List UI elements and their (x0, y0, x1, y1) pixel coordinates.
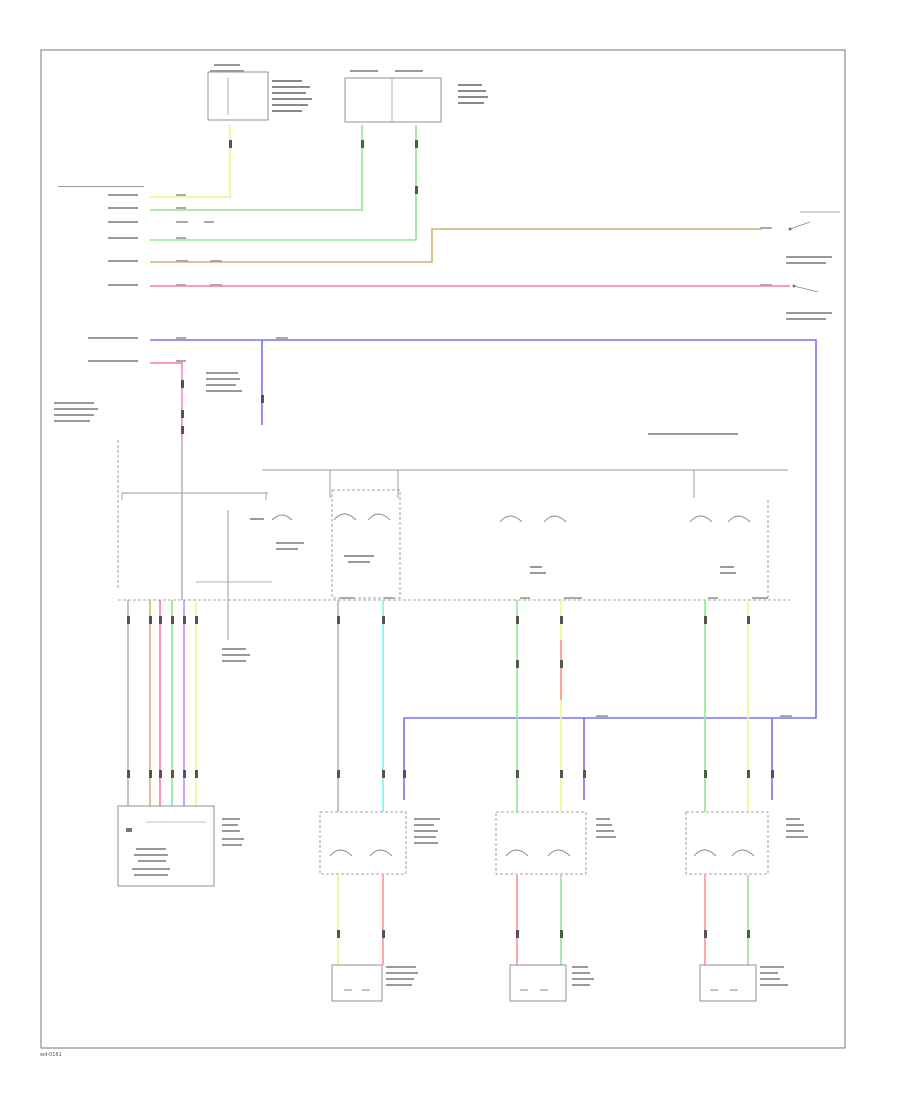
wire-label-marks (176, 194, 792, 717)
left-terminal-marks (54, 186, 144, 422)
passenger-window-switch (319, 811, 440, 875)
wire-green-top (150, 125, 417, 241)
main-switch-assembly (117, 372, 790, 662)
top-component-left (207, 64, 312, 121)
main-switch-passenger-section (329, 470, 401, 599)
wire-yellow-top (150, 125, 231, 198)
passenger-switch-wires (337, 600, 384, 965)
driver-window-motor (117, 805, 244, 887)
passenger-window-motor (331, 964, 418, 1002)
connector-marks (127, 140, 774, 938)
right-rear-wires (704, 600, 749, 965)
left-rear-wires (516, 600, 562, 965)
door-switch-driver (786, 284, 832, 320)
footer-code: wd-0161 (40, 1052, 62, 1058)
right-rear-window-switch (685, 811, 808, 875)
wire-pink-short (150, 362, 183, 440)
main-switch-lock-section (271, 514, 293, 521)
left-rear-window-motor (509, 964, 594, 1002)
wire-tan (150, 228, 762, 263)
door-switch-passenger (786, 211, 840, 264)
diagram-frame (40, 49, 846, 1049)
left-rear-window-switch (495, 811, 616, 875)
main-switch-left-rear-section (499, 515, 567, 574)
right-rear-window-motor (699, 964, 788, 1002)
main-switch-right-rear-section (689, 470, 769, 598)
top-component-right (344, 70, 488, 123)
wire-blue-main (150, 339, 817, 800)
